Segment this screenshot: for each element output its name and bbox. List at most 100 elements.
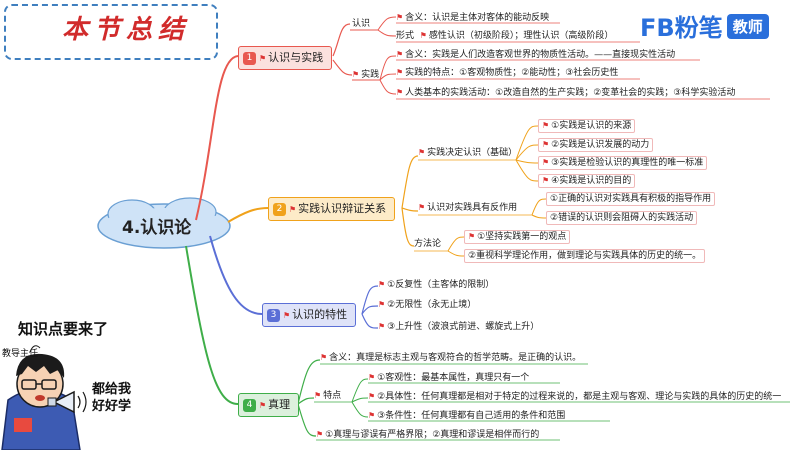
node-shijian-def-text: 含义：实践是人们改造客观世界的物质性活动。——直接现实性活动: [405, 50, 676, 60]
node-relation: ⚑①真理与谬误有严格界限；②真理和谬误是相伴而行的: [316, 429, 539, 441]
node-t3-text: ③上升性（波浪式前进、螺旋式上升）: [387, 322, 540, 332]
node-m1-text: ①坚持实践第一的观点: [477, 232, 567, 242]
branch-3-node: 3⚑认识的特性: [262, 303, 357, 327]
node-d3: ⚑③条件性：任何真理都有自己适用的条件和范围: [368, 410, 565, 422]
node-j1: ⚑①实践是认识的来源: [538, 119, 636, 133]
flag-icon: ⚑: [378, 322, 386, 331]
flag-icon: ⚑: [396, 13, 404, 22]
mascot-headline: 知识点要来了: [18, 320, 109, 338]
node-xingshi-label: 形式: [396, 31, 415, 41]
flag-icon: ⚑: [352, 70, 360, 79]
flag-icon: ⚑: [396, 88, 404, 97]
flag-icon: ⚑: [368, 373, 376, 382]
node-t1-text: ①反复性（主客体的限制）: [387, 280, 495, 290]
flag-icon: ⚑: [419, 31, 427, 40]
node-relation-text: ①真理与谬误有严格界限；②真理和谬误是相伴而行的: [325, 430, 540, 440]
node-shijian: ⚑实践: [352, 69, 379, 81]
node-tedian: ⚑特点: [314, 390, 341, 402]
mascot-role: 教导主任: [2, 349, 39, 359]
branch-1-badge: 1: [243, 52, 256, 65]
branch-1-label: 认识与实践: [268, 51, 324, 64]
brand-prefix: FB: [640, 14, 675, 42]
flag-icon: ⚑: [378, 280, 386, 289]
flag-icon: ⚑: [418, 148, 426, 157]
flag-icon: ⚑: [259, 54, 267, 63]
node-t3: ⚑③上升性（波浪式前进、螺旋式上升）: [378, 321, 539, 333]
node-fanzuo-text: 认识对实践具有反作用: [427, 203, 518, 213]
flag-icon: ⚑: [542, 158, 550, 167]
center-topic: 4.认识论: [122, 218, 192, 238]
mascot-speech: 都给我 好好学: [92, 381, 131, 415]
node-j3: ⚑③实践是检验认识的真理性的唯一标准: [538, 156, 708, 170]
node-d3-text: ③条件性：任何真理都有自己适用的条件和范围: [377, 411, 566, 421]
node-fangfa: 方法论: [414, 239, 442, 249]
flag-icon: ⚑: [314, 391, 322, 400]
node-m2-text: ②重视科学理论作用，做到理论与实践具体的历史的统一。: [468, 251, 702, 261]
flag-icon: ⚑: [542, 140, 550, 149]
flag-icon: ⚑: [396, 50, 404, 59]
brand-name: 粉笔: [674, 14, 723, 42]
teacher-mascot-illustration: [1, 345, 87, 450]
node-m2: ②重视科学理论作用，做到理论与实践具体的历史的统一。: [464, 249, 706, 263]
node-f1: ①正确的认识对实践具有积极的指导作用: [546, 192, 716, 206]
node-j4: ⚑④实践是认识的目的: [538, 174, 636, 188]
node-hanyi: ⚑含义：真理是标志主观与客观符合的哲学范畴。是正确的认识。: [320, 352, 581, 364]
speech-line-2: 好好学: [92, 399, 132, 414]
branch-1-node: 1⚑认识与实践: [238, 46, 333, 70]
speech-line-1: 都给我: [92, 382, 132, 397]
flag-icon: ⚑: [283, 311, 291, 320]
branch-3-label: 认识的特性: [292, 308, 348, 321]
branch-2-badge: 2: [273, 203, 286, 216]
flag-icon: ⚑: [368, 392, 376, 401]
node-shijian-label: 实践: [361, 70, 380, 80]
brand-tag: 教师: [726, 14, 769, 39]
node-jueding: ⚑实践决定认识（基础）: [418, 147, 517, 159]
node-d1: ⚑①客观性：最基本属性，真理只有一个: [368, 372, 529, 384]
flag-icon: ⚑: [542, 121, 550, 130]
node-renshi-def-text: 含义：认识是主体对客体的能动反映: [405, 13, 550, 23]
node-d2-text: ②具体性：任何真理都是相对于特定的过程来说的，都是主观与客观、理论与实践的具体的…: [377, 392, 782, 402]
flag-icon: ⚑: [396, 68, 404, 77]
node-f2: ②错误的认识则会阻碍人的实践活动: [546, 211, 698, 225]
flag-icon: ⚑: [378, 300, 386, 309]
node-j4-text: ④实践是认识的目的: [551, 176, 632, 186]
summary-title-box: [4, 4, 218, 60]
flag-icon: ⚑: [316, 430, 324, 439]
node-xingshi: 形式 ⚑感性认识（初级阶段）；理性认识（高级阶段）: [396, 30, 613, 42]
node-shijian-feat-text: 实践的特点：①客观物质性；②能动性；③社会历史性: [405, 68, 619, 78]
node-t1: ⚑①反复性（主客体的限制）: [378, 279, 494, 291]
node-shijian-def: ⚑含义：实践是人们改造客观世界的物质性活动。——直接现实性活动: [396, 49, 675, 61]
node-j2-text: ②实践是认识发展的动力: [551, 140, 650, 150]
brand-logo: FB粉笔教师: [640, 8, 769, 43]
flag-icon: ⚑: [468, 232, 476, 241]
node-xingshi-val: 感性认识（初级阶段）；理性认识（高级阶段）: [428, 31, 614, 41]
branch-2-label: 实践认识辩证关系: [298, 202, 387, 215]
branch-2-node: 2⚑实践认识辩证关系: [268, 197, 396, 221]
branch-4-badge: 4: [243, 399, 256, 412]
node-renshi: 认识: [352, 19, 371, 29]
node-f2-text: ②错误的认识则会阻碍人的实践活动: [550, 213, 694, 223]
node-f1-text: ①正确的认识对实践具有积极的指导作用: [550, 194, 712, 204]
node-shijian-forms: ⚑人类基本的实践活动：①改造自然的生产实践；②变革社会的实践；③科学实验活动: [396, 87, 735, 99]
node-j3-text: ③实践是检验认识的真理性的唯一标准: [551, 158, 704, 168]
node-t2-text: ②无限性（永无止境）: [387, 300, 477, 310]
node-d2: ⚑②具体性：任何真理都是相对于特定的过程来说的，都是主观与客观、理论与实践的具体…: [368, 391, 781, 403]
flag-icon: ⚑: [542, 176, 550, 185]
flag-icon: ⚑: [320, 353, 328, 362]
flag-icon: ⚑: [368, 411, 376, 420]
node-tedian-text: 特点: [323, 391, 342, 401]
node-j1-text: ①实践是认识的来源: [551, 121, 632, 131]
node-renshi-def: ⚑含义：认识是主体对客体的能动反映: [396, 12, 549, 24]
node-shijian-feat: ⚑实践的特点：①客观物质性；②能动性；③社会历史性: [396, 67, 618, 79]
node-jueding-text: 实践决定认识（基础）: [427, 148, 518, 158]
flag-icon: ⚑: [418, 203, 426, 212]
node-d1-text: ①客观性：最基本属性，真理只有一个: [377, 373, 530, 383]
node-fanzuo: ⚑认识对实践具有反作用: [418, 202, 517, 214]
node-m1: ⚑①坚持实践第一的观点: [464, 230, 571, 244]
flag-icon: ⚑: [289, 205, 297, 214]
page-title: 本节总结: [62, 15, 191, 45]
branch-4-node: 4⚑真理: [238, 393, 300, 417]
branch-4-label: 真理: [268, 398, 291, 411]
node-hanyi-text: 含义：真理是标志主观与客观符合的哲学范畴。是正确的认识。: [329, 353, 582, 363]
